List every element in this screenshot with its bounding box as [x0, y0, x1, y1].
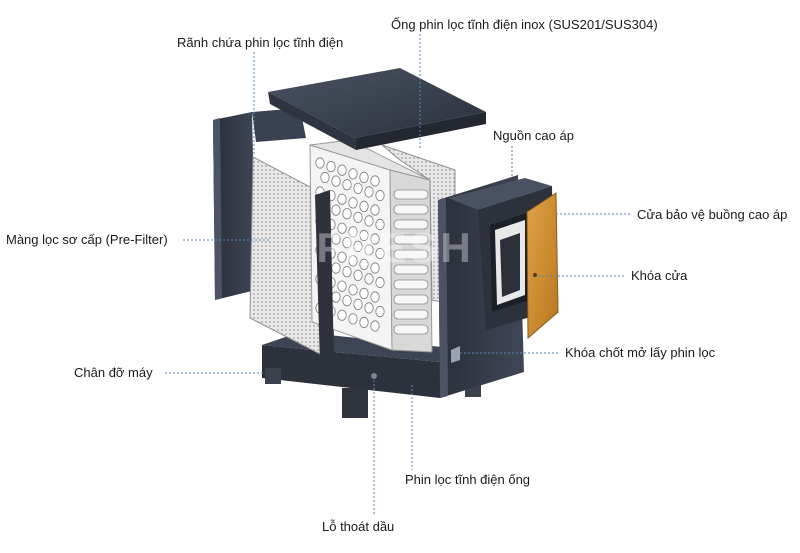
label-tube-filter: Phin lọc tĩnh điện ống: [405, 472, 531, 487]
tube-hole: [364, 244, 374, 256]
tube-rod: [393, 204, 429, 215]
front-frame-post: [315, 190, 334, 364]
tube-hole: [348, 284, 358, 296]
label-latch-lock: Khóa chốt mở lấy phin lọc: [565, 345, 716, 360]
tube-rod: [393, 189, 429, 200]
tube-hole: [353, 269, 363, 281]
tube-hole: [370, 291, 380, 303]
tube-hole: [342, 295, 352, 307]
stand-foot: [265, 368, 281, 384]
tube-hole: [375, 247, 385, 260]
tube-hole: [337, 280, 347, 292]
tube-hole: [348, 313, 358, 325]
tube-hole: [364, 215, 374, 227]
tube-hole: [337, 222, 347, 234]
tube-hole: [370, 204, 380, 216]
oil-drain-hole: [371, 373, 377, 379]
tube-hole: [375, 218, 385, 231]
stand-foot: [342, 388, 368, 418]
tube-hole: [364, 302, 374, 314]
tube-hole: [364, 273, 374, 285]
label-door-lock: Khóa cửa: [631, 268, 688, 283]
tube-hole: [359, 171, 369, 183]
tube-hole: [326, 161, 336, 173]
tube-hole: [348, 197, 358, 209]
tube-hole: [359, 200, 369, 212]
tube-hole: [342, 208, 352, 220]
tube-hole: [315, 157, 325, 169]
tube-hole: [359, 229, 369, 241]
tube-hole: [320, 171, 330, 184]
tube-rod: [393, 309, 429, 320]
tube-rod: [393, 294, 429, 305]
tube-hole: [375, 189, 385, 202]
tube-hole: [353, 182, 363, 194]
tube-hole: [331, 291, 341, 303]
label-filter-slot: Rãnh chứa phin lọc tĩnh điện: [177, 35, 344, 50]
tube-rod: [393, 324, 429, 335]
door-lock-knob: [533, 273, 537, 277]
tube-hole: [331, 204, 341, 216]
label-tube-filter-inox: Ống phin lọc tĩnh điện inox (SUS201/SUS3…: [391, 17, 658, 32]
tube-hole: [370, 233, 380, 245]
tube-hole: [337, 164, 347, 176]
tube-rod: [393, 234, 429, 245]
left-side-panel: [213, 108, 306, 300]
label-pre-filter: Màng lọc sơ cấp (Pre-Filter): [6, 232, 168, 247]
tube-rod: [393, 279, 429, 290]
tube-hole: [364, 186, 374, 198]
label-hv-source: Nguồn cao áp: [493, 128, 574, 143]
tube-rods: [393, 189, 429, 335]
tube-rod: [393, 249, 429, 260]
tube-hole: [342, 266, 352, 278]
tube-hole: [342, 237, 352, 249]
tube-hole: [331, 175, 341, 187]
tube-hole: [331, 233, 341, 245]
tube-hole: [337, 251, 347, 263]
label-machine-stand: Chân đỡ máy: [74, 365, 153, 380]
tube-hole: [353, 240, 363, 252]
tube-hole: [348, 255, 358, 267]
watermark-text: FRESH: [316, 224, 473, 271]
rear-mesh: [381, 144, 456, 306]
tube-hole: [337, 193, 347, 205]
label-hv-door: Cửa bảo vệ buồng cao áp: [637, 207, 788, 222]
latch-lock: [451, 346, 460, 363]
tube-hole: [370, 320, 380, 332]
tube-hole: [337, 309, 347, 321]
tube-hole: [375, 305, 385, 318]
tube-hole: [353, 211, 363, 223]
tube-hole: [359, 316, 369, 328]
tube-hole: [370, 262, 380, 274]
tube-hole: [359, 287, 369, 299]
tube-hole: [359, 258, 369, 270]
tube-hole: [353, 298, 363, 310]
tube-hole: [342, 179, 352, 191]
tube-hole: [375, 276, 385, 289]
hv-box-top: [448, 178, 552, 210]
tube-hole: [348, 168, 358, 180]
tube-rod: [393, 219, 429, 230]
tube-hole: [370, 175, 380, 187]
hv-door: [526, 192, 559, 340]
tube-rod: [393, 264, 429, 275]
tube-hole: [348, 226, 358, 238]
leader-lines: [165, 34, 632, 516]
label-oil-drain: Lỗ thoát dầu: [322, 519, 395, 534]
